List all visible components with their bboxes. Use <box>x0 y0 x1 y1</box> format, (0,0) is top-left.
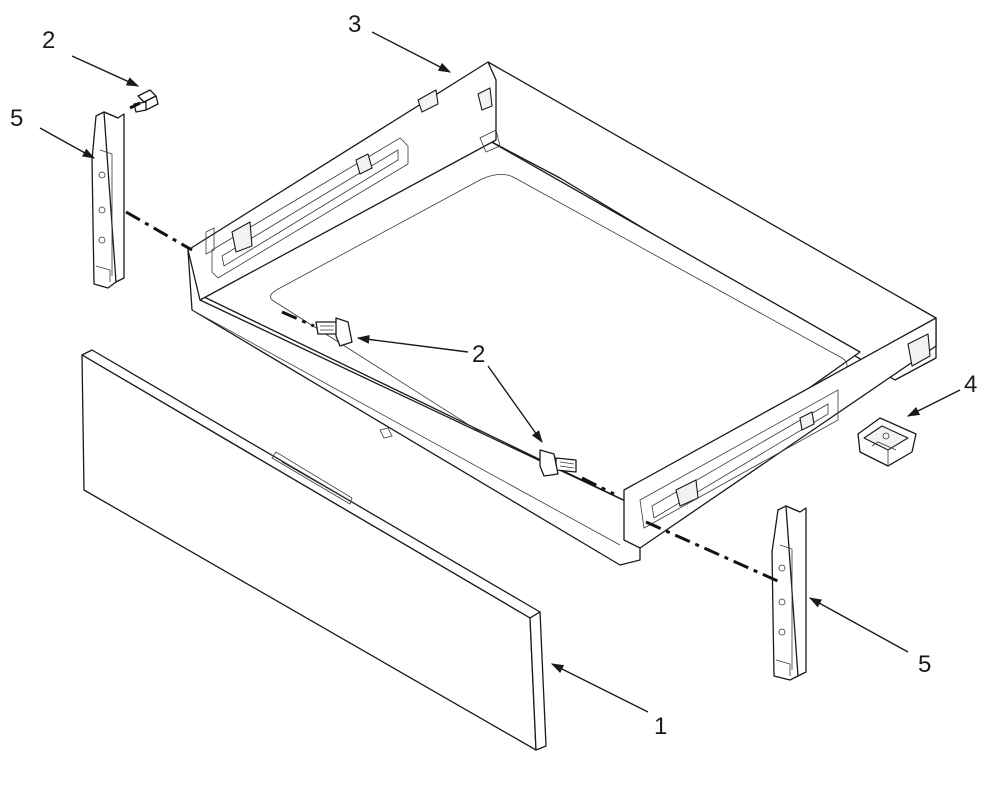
drawer-tray <box>187 61 937 566</box>
callout-part-2-middle: 2 <box>472 341 485 368</box>
left-support-bracket <box>91 111 125 289</box>
callout-part-5-right: 5 <box>918 651 931 678</box>
callout-part-4: 4 <box>964 371 977 398</box>
callout-part-2-top: 2 <box>42 27 55 54</box>
assembly-lines <box>125 101 781 584</box>
callout-part-3: 3 <box>348 11 361 38</box>
leader-lines <box>39 31 961 713</box>
right-support-bracket <box>771 505 807 681</box>
screw-middle-right <box>539 449 577 477</box>
callout-part-5-left: 5 <box>10 105 23 132</box>
drawer-clip <box>857 417 917 467</box>
screw-middle-left <box>315 317 353 347</box>
callout-part-1: 1 <box>654 713 667 740</box>
drawer-front-panel <box>81 349 547 751</box>
screw-top <box>133 89 159 113</box>
